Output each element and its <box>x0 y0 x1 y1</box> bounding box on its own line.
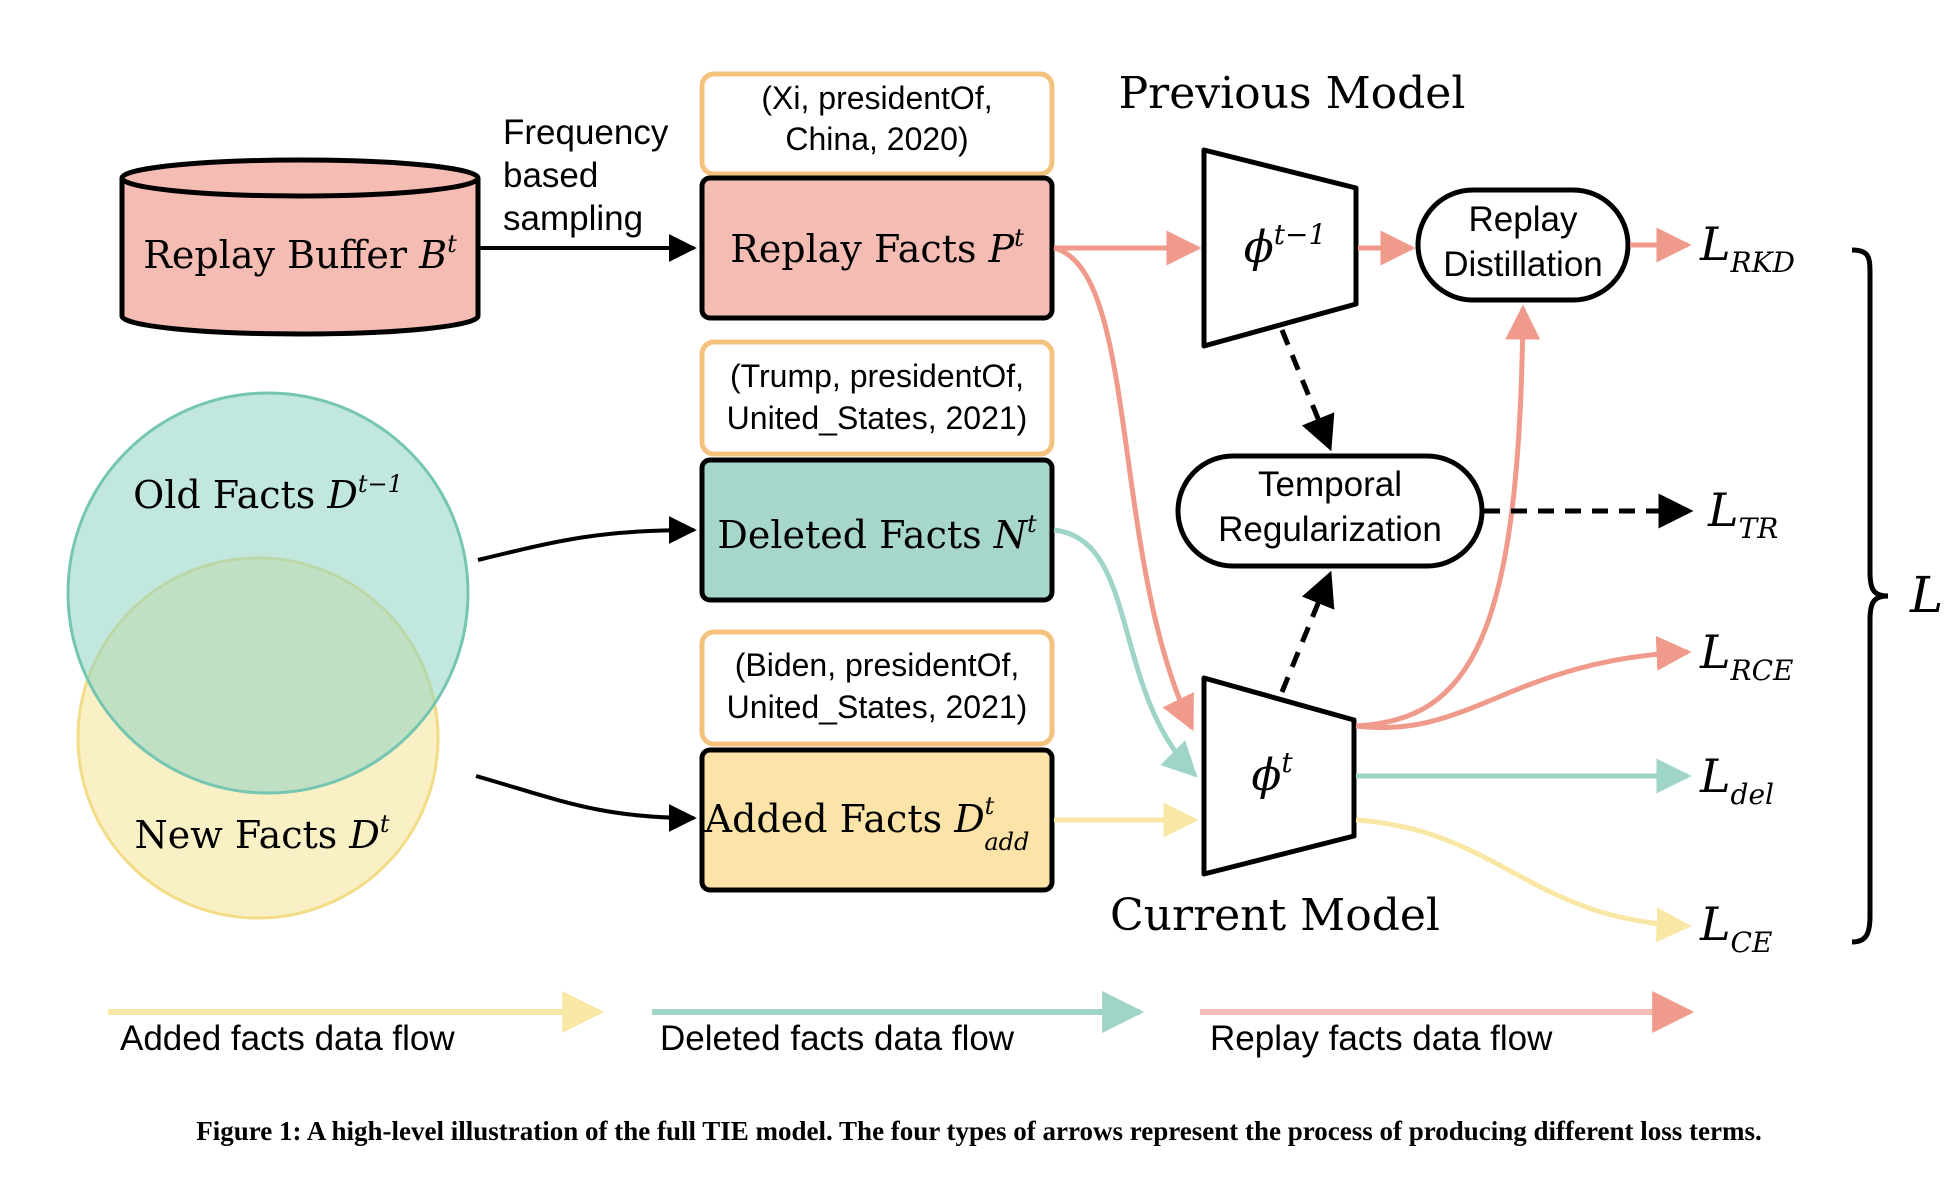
new-facts-label: New Facts Dt <box>134 810 389 857</box>
sample-box-replay: (Xi, presidentOf, China, 2020) <box>699 71 1055 177</box>
svg-text:(Trump, presidentOf,: (Trump, presidentOf, <box>730 358 1024 394</box>
added-flow-arrows <box>1054 802 1692 943</box>
replay-facts-box: Replay Facts Pt <box>699 175 1055 321</box>
svg-text:Frequency: Frequency <box>503 113 669 152</box>
loss-del: Ldel <box>1699 749 1774 811</box>
temporal-reg-dashed-arrows <box>1279 329 1694 693</box>
svg-text:Temporal: Temporal <box>1258 465 1402 504</box>
previous-model-title: Previous Model <box>1119 68 1466 119</box>
svg-text:(Xi, presidentOf,: (Xi, presidentOf, <box>761 80 992 116</box>
legend-deleted-label: Deleted facts data flow <box>660 1019 1015 1058</box>
facts-venn: Old Facts Dt−1 New Facts Dt <box>66 391 470 920</box>
replay-buffer-cylinder: Replay Buffer Bt <box>119 157 481 337</box>
svg-text:ϕt−1: ϕt−1 <box>1244 218 1327 273</box>
svg-text:Deleted Facts Nt: Deleted Facts Nt <box>717 510 1037 557</box>
svg-text:Replay Facts Pt: Replay Facts Pt <box>730 224 1024 271</box>
legend-replay-label: Replay facts data flow <box>1210 1019 1553 1058</box>
replay-distillation-module: Replay Distillation <box>1415 187 1631 303</box>
current-model-title: Current Model <box>1110 890 1440 941</box>
svg-text:United_States, 2021): United_States, 2021) <box>727 400 1028 436</box>
svg-text:(Biden, presidentOf,: (Biden, presidentOf, <box>735 647 1020 683</box>
svg-text:based: based <box>503 156 598 195</box>
svg-text:United_States, 2021): United_States, 2021) <box>727 689 1028 725</box>
loss-tr: LTR <box>1707 483 1778 545</box>
old-facts-circle <box>66 391 470 795</box>
svg-text:China, 2020): China, 2020) <box>785 121 968 157</box>
legend: Added facts data flow Deleted facts data… <box>108 991 1695 1058</box>
sample-box-deleted: (Trump, presidentOf, United_States, 2021… <box>699 339 1055 457</box>
replay-buffer-label: Replay Buffer Bt <box>143 230 457 277</box>
svg-text:Replay: Replay <box>1469 200 1578 239</box>
loss-rce: LRCE <box>1699 625 1794 687</box>
old-to-deleted-arrow <box>477 516 697 562</box>
svg-text:Distillation: Distillation <box>1443 245 1603 284</box>
deleted-flow-arrows <box>1053 527 1692 794</box>
deleted-facts-box: Deleted Facts Nt <box>699 457 1055 603</box>
sampling-label: Frequency based sampling <box>503 113 669 238</box>
current-model-phi: ϕt <box>1201 675 1357 877</box>
loss-labels: LRKD LTR LRCE Ldel LCE L <box>1699 217 1943 959</box>
sample-box-added: (Biden, presidentOf, United_States, 2021… <box>699 629 1055 747</box>
previous-model-phi: ϕt−1 <box>1201 147 1359 349</box>
svg-text:sampling: sampling <box>503 199 643 238</box>
new-to-added-arrow <box>475 774 697 832</box>
loss-total: L <box>1909 566 1943 624</box>
replay-flow-arrows <box>1053 227 1692 732</box>
figure-caption: Figure 1: A high-level illustration of t… <box>196 1116 1762 1146</box>
temporal-regularization-module: Temporal Regularization <box>1175 453 1485 569</box>
svg-text:Regularization: Regularization <box>1218 510 1442 549</box>
loss-ce: LCE <box>1699 897 1772 959</box>
legend-added-label: Added facts data flow <box>120 1019 455 1058</box>
svg-text:ϕt: ϕt <box>1251 746 1293 801</box>
loss-rkd: LRKD <box>1699 217 1795 279</box>
total-loss-brace <box>1851 247 1889 945</box>
old-facts-label: Old Facts Dt−1 <box>133 470 403 517</box>
